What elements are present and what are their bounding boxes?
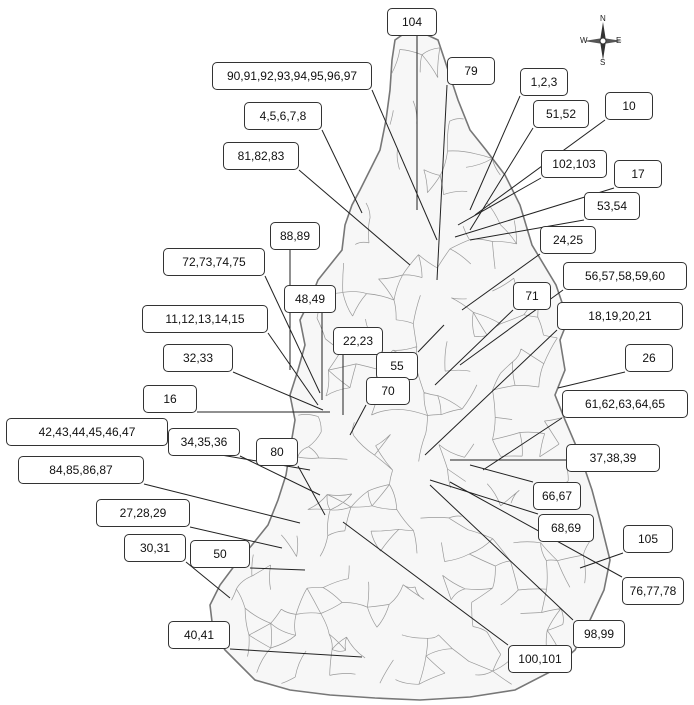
district-label[interactable]: 76,77,78 [622,577,684,605]
leader-lines [143,36,626,658]
compass-north: N [600,14,606,23]
district-label[interactable]: 104 [387,8,437,36]
leader-line [429,479,539,515]
leader-line [229,648,363,658]
leader-line [469,464,534,483]
district-label[interactable]: 66,67 [533,482,581,510]
district-label[interactable]: 84,85,86,87 [18,456,144,484]
leader-line [429,484,574,621]
leader-line [321,129,363,214]
leader-line [474,119,606,216]
district-label[interactable]: 51,52 [533,100,589,128]
leader-line [579,552,624,569]
leader-line [436,84,448,281]
district-label[interactable]: 22,23 [333,327,383,355]
district-label[interactable]: 26 [625,344,673,372]
district-label[interactable]: 68,69 [538,514,594,542]
leader-line [461,253,541,311]
district-label[interactable]: 71 [513,282,551,310]
leader-line [482,417,563,471]
district-label[interactable]: 61,62,63,64,65 [562,390,688,418]
compass-east: E [616,36,622,45]
district-label[interactable]: 55 [376,352,418,380]
leader-line [469,127,534,231]
district-label[interactable]: 48,49 [284,285,336,313]
leader-line [267,332,319,406]
leader-line [424,329,558,456]
district-label[interactable]: 105 [623,525,673,553]
district-label[interactable]: 88,89 [270,222,320,250]
leader-line [342,521,509,646]
leader-line [232,371,324,411]
leader-line [189,526,283,549]
district-label[interactable]: 50 [190,540,250,568]
leader-line [469,219,585,241]
district-label[interactable]: 30,31 [124,534,186,562]
leader-line [557,371,626,389]
leader-line [371,89,438,241]
district-label[interactable]: 34,35,36 [168,428,240,456]
compass-west: W [580,36,588,45]
district-label[interactable]: 81,82,83 [223,142,299,170]
district-label[interactable]: 24,25 [540,226,596,254]
district-label[interactable]: 100,101 [508,645,572,673]
district-label[interactable]: 37,38,39 [566,444,660,472]
district-label[interactable]: 1,2,3 [520,68,568,96]
district-label[interactable]: 32,33 [163,344,233,372]
district-label[interactable]: 10 [605,92,653,120]
district-label[interactable]: 27,28,29 [96,499,190,527]
district-label[interactable]: 90,91,92,93,94,95,96,97 [212,62,372,90]
leader-line [457,177,542,226]
district-label[interactable]: 18,19,20,21 [557,302,683,330]
compass-rose-icon: N S E W [578,14,628,67]
district-label[interactable]: 70 [366,377,410,405]
compass-south: S [600,58,606,67]
leader-line [143,483,301,524]
district-label[interactable]: 40,41 [168,621,230,649]
district-label[interactable]: 80 [256,438,298,466]
district-label[interactable]: 98,99 [573,620,625,648]
district-label[interactable]: 53,54 [584,192,640,220]
district-label[interactable]: 11,12,13,14,15 [142,305,268,333]
leader-line [298,169,411,266]
leader-line [434,309,514,386]
leader-line [239,455,321,496]
district-label[interactable]: 4,5,6,7,8 [244,102,322,130]
leader-line [249,567,306,571]
district-label[interactable]: 79 [447,57,495,85]
district-label[interactable]: 42,43,44,45,46,47 [6,418,168,446]
leader-line [264,275,321,394]
leader-line [185,561,231,599]
district-label[interactable]: 16 [143,385,197,413]
leader-line [417,324,445,353]
district-label[interactable]: 72,73,74,75 [163,248,265,276]
leader-line [297,465,326,516]
district-label[interactable]: 17 [614,160,662,188]
district-label[interactable]: 56,57,58,59,60 [563,262,687,290]
leader-line [349,404,367,436]
leader-line [449,481,623,578]
leader-line [469,95,521,211]
district-label[interactable]: 102,103 [541,150,607,178]
